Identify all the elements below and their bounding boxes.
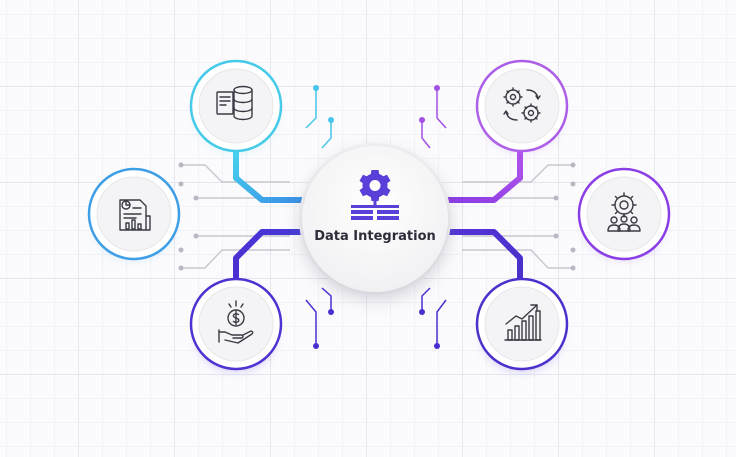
connector-finance <box>233 229 308 291</box>
growth-chart-icon <box>504 304 542 341</box>
database-icon <box>216 85 253 121</box>
connector-database <box>233 147 308 203</box>
main-connectors <box>172 147 586 291</box>
report-chart-icon <box>119 199 151 231</box>
gears-icon <box>503 87 541 123</box>
center-node-label: Data Integration <box>314 229 436 244</box>
data-integration-gear-icon <box>351 170 399 220</box>
connector-growth <box>445 229 523 291</box>
team-gear-icon <box>607 192 641 232</box>
connector-settings <box>445 147 523 203</box>
money-hand-icon <box>218 300 254 344</box>
